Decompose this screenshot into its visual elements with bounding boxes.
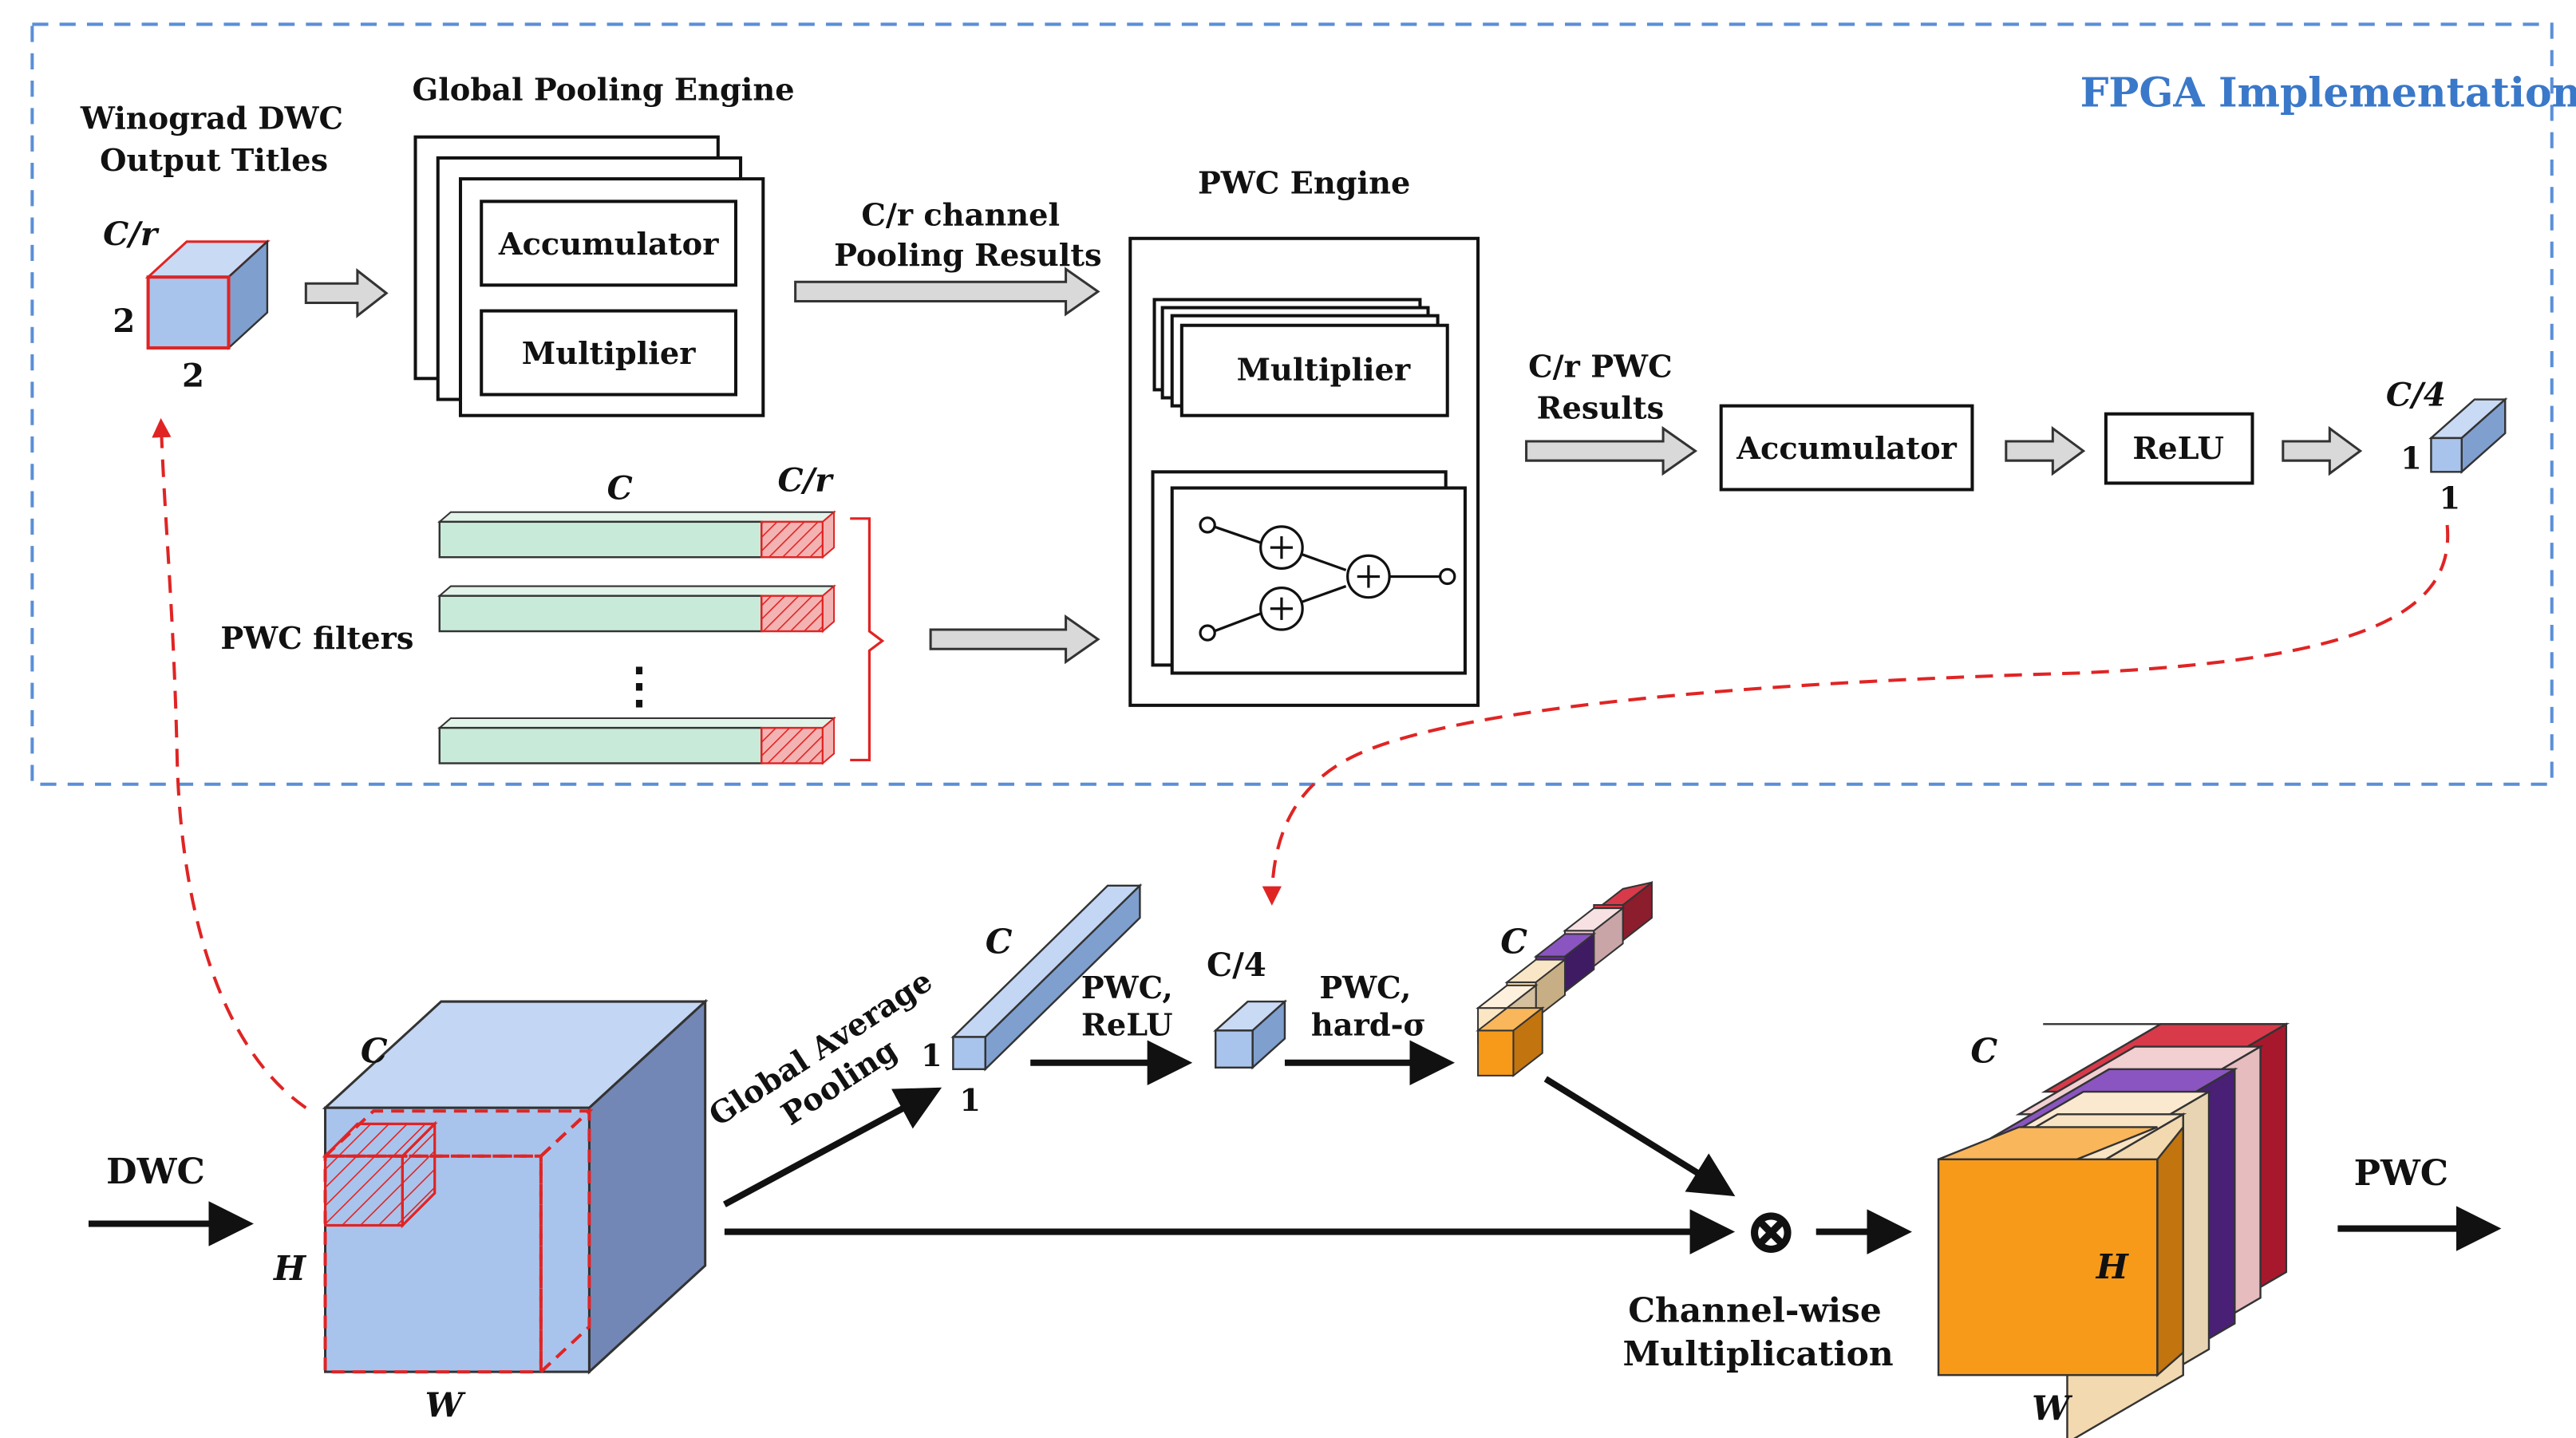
pwc-sigma-line2: hard-σ (1311, 1007, 1426, 1043)
fpga-output-cube (2428, 397, 2508, 475)
flow-arrow-5 (2005, 425, 2086, 476)
pwc-engine-multiplier-label: Multiplier (1237, 352, 1411, 388)
winograd-tile-cube (144, 239, 271, 350)
output-feature-cube (1937, 1022, 2290, 1438)
dwc-cube-h-label: H (273, 1248, 307, 1288)
dwc-cube-w-label: W (425, 1385, 467, 1425)
tile-h-label: 2 (113, 302, 135, 340)
flow-arrow-2 (794, 267, 1100, 317)
global-pooling-engine (413, 135, 765, 417)
accumulator-label: Accumulator (1736, 431, 1957, 467)
tile-w-label: 2 (182, 356, 204, 394)
output-cube-h-label: H (2096, 1246, 2130, 1286)
pwc-relu-line1: PWC, (1081, 970, 1173, 1006)
gpe-title: Global Pooling Engine (412, 72, 794, 108)
filters-label: PWC filters (220, 621, 413, 657)
flow-arrow-3 (929, 614, 1100, 665)
small-c4-label: C/4 (1207, 946, 1266, 984)
pwc-results-line2: Results (1537, 391, 1665, 427)
flow-arrow-1 (304, 268, 389, 318)
gpe-multiplier-label: Multiplier (522, 336, 696, 372)
pool-results-line1: C/r channel (861, 198, 1060, 234)
pwc-filter-bar-3 (437, 716, 836, 765)
flow-arrow-6 (2282, 425, 2363, 476)
fpga-out-c-label: C/4 (2386, 376, 2446, 414)
pwc-results-line1: C/r PWC (1528, 349, 1672, 385)
tile-c-label: C/r (103, 215, 160, 253)
filters-brace (850, 517, 885, 762)
pwc-output-label: PWC (2354, 1152, 2449, 1194)
fpga-out-h-label: 1 (2400, 440, 2422, 476)
pool-results-line2: Pooling Results (834, 238, 1102, 274)
red-dashed-link-left (152, 417, 307, 1109)
filters-c-label: C (607, 469, 633, 508)
small-c4-vector (1213, 999, 1288, 1070)
pwc-relu-line2: ReLU (1081, 1007, 1173, 1043)
pwc-filter-bar-1 (437, 510, 836, 559)
winograd-title-line1: Winograd DWC (80, 101, 343, 137)
fpga-region-border (30, 22, 2554, 786)
pooled-vector (950, 883, 1143, 1072)
output-cube-c-label: C (1970, 1031, 1997, 1071)
pooled-vector-w-label: 1 (959, 1083, 981, 1119)
pwc-engine (1128, 236, 1480, 707)
fpga-out-w-label: 1 (2440, 481, 2461, 517)
accumulator-box (1719, 404, 1974, 492)
pooled-vector-h-label: 1 (921, 1038, 942, 1074)
dwc-label: DWC (106, 1151, 205, 1192)
pwc-engine-title: PWC Engine (1198, 165, 1410, 201)
channel-mult-symbol: ⊗ (1744, 1193, 1798, 1269)
color-vector-c-label: C (1500, 922, 1527, 962)
channel-mult-line1: Channel-wise (1628, 1290, 1882, 1330)
output-cube-w-label: W (2032, 1389, 2073, 1428)
dwc-cube-c-label: C (361, 1031, 388, 1071)
red-dashed-link-right (1262, 524, 2450, 906)
filters-cr-label: C/r (777, 461, 834, 500)
pooled-vector-c-label: C (986, 922, 1013, 962)
dwc-tile-highlight (321, 1107, 594, 1376)
flow-arrow-4 (1525, 425, 1698, 476)
relu-label: ReLU (2132, 431, 2224, 467)
attention-vector (1476, 880, 1653, 1077)
gpe-accumulator-label: Accumulator (498, 227, 719, 263)
filters-ellipsis: ⋮ (615, 658, 664, 714)
attention-to-mult-arrow (1543, 1076, 1736, 1197)
relu-box (2104, 412, 2254, 485)
adder-tree (1199, 516, 1456, 642)
pwc-sigma-line1: PWC, (1319, 970, 1411, 1006)
channel-mult-line2: Multiplication (1623, 1333, 1894, 1373)
pwc-filter-bar-2 (437, 584, 836, 634)
winograd-title-line2: Output Titles (100, 143, 328, 179)
fpga-title: FPGA Implementation (2080, 69, 2576, 116)
gap-arrow (722, 1087, 942, 1207)
